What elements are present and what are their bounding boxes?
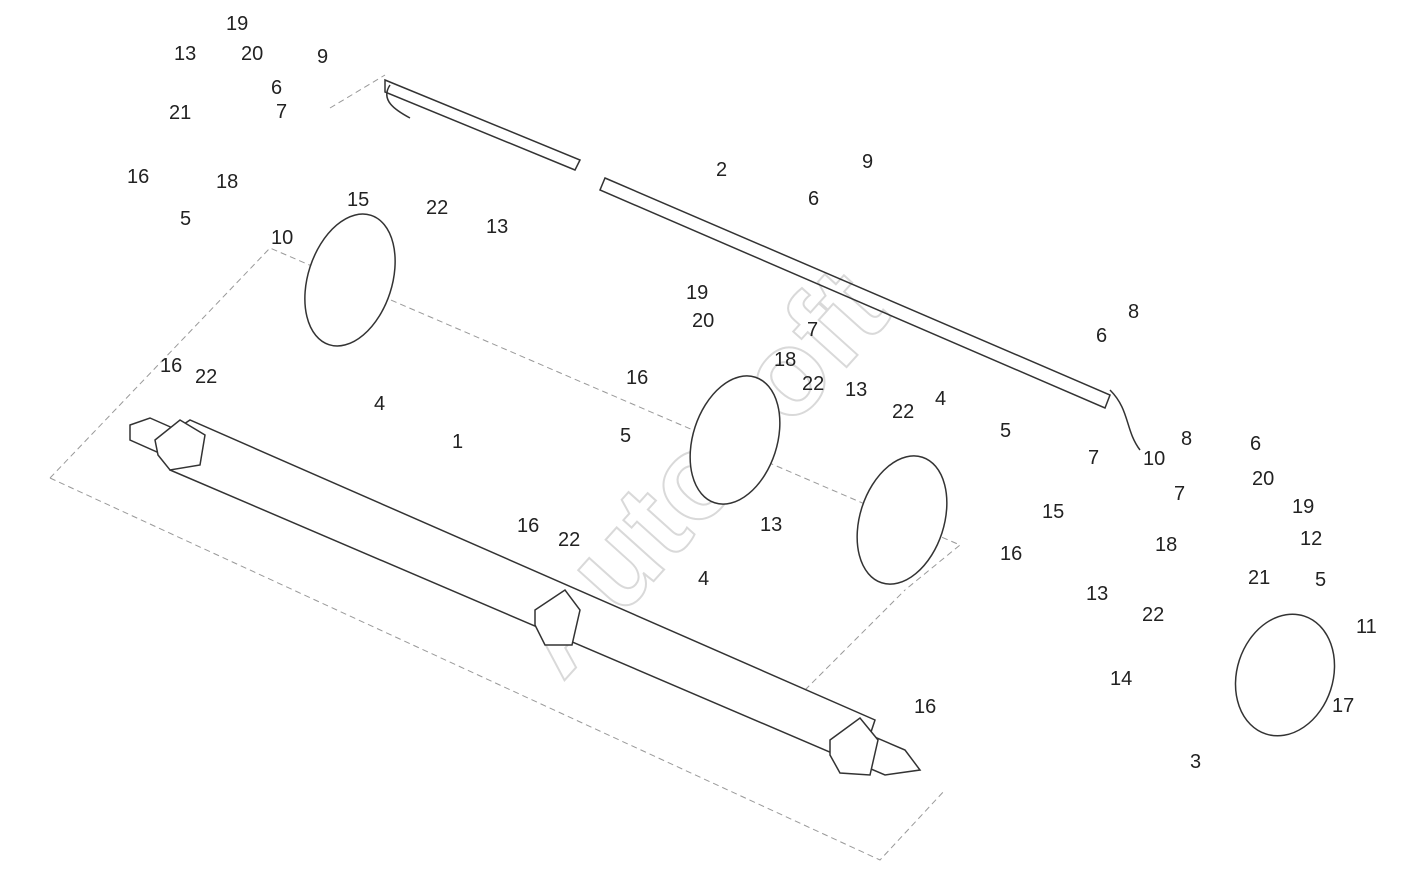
discs	[304, 213, 1336, 737]
label-part-5-far: 5	[1315, 569, 1326, 591]
label-part-16-b: 16	[160, 355, 182, 377]
main-shaft	[129, 417, 922, 776]
label-part-21-right: 21	[1248, 567, 1270, 589]
label-part-13-a: 13	[174, 43, 196, 65]
label-part-22-e: 22	[558, 529, 580, 551]
label-part-14: 14	[1110, 668, 1132, 690]
label-part-15-left: 15	[347, 189, 369, 211]
label-part-1: 1	[452, 431, 463, 453]
label-part-20-right: 20	[1252, 468, 1274, 490]
label-part-10-right: 10	[1143, 448, 1165, 470]
callouts: 1 2 3 4 4 4 5 5 5 5 6 6 6 6 7 7 7 7 8 8 …	[127, 13, 1377, 773]
label-part-13-e: 13	[1086, 583, 1108, 605]
label-part-6-mid: 6	[808, 188, 819, 210]
tine-bars	[384, 78, 1141, 451]
label-part-6-far: 6	[1250, 433, 1261, 455]
label-part-7-far: 7	[1174, 483, 1185, 505]
label-part-18-mid: 18	[774, 349, 796, 371]
label-part-5-right: 5	[1000, 420, 1011, 442]
label-part-13-b: 13	[486, 216, 508, 238]
label-part-9-left: 9	[317, 46, 328, 68]
label-part-3: 3	[1190, 751, 1201, 773]
label-part-5-left: 5	[180, 208, 191, 230]
label-part-16-e: 16	[1000, 543, 1022, 565]
label-part-21-left: 21	[169, 102, 191, 124]
label-part-8-right: 8	[1181, 428, 1192, 450]
label-part-16-d: 16	[517, 515, 539, 537]
label-part-4-right: 4	[935, 388, 946, 410]
label-part-9-mid: 9	[862, 151, 873, 173]
label-part-13-d: 13	[760, 514, 782, 536]
label-part-4-mid: 4	[698, 568, 709, 590]
label-part-7-mid: 7	[807, 319, 818, 341]
label-part-22-b: 22	[195, 366, 217, 388]
label-part-6-left: 6	[271, 77, 282, 99]
label-part-6-right: 6	[1096, 325, 1107, 347]
assembly-outlines	[49, 74, 961, 861]
label-part-16-f: 16	[914, 696, 936, 718]
label-part-19-left: 19	[226, 13, 248, 35]
label-part-7-left: 7	[276, 101, 287, 123]
label-part-2: 2	[716, 159, 727, 181]
label-part-8-top: 8	[1128, 301, 1139, 323]
label-part-16-a: 16	[127, 166, 149, 188]
label-part-5-mid: 5	[620, 425, 631, 447]
label-part-19-right: 19	[1292, 496, 1314, 518]
label-part-22-a: 22	[426, 197, 448, 219]
label-part-20-mid: 20	[692, 310, 714, 332]
label-part-17: 17	[1332, 695, 1354, 717]
label-part-18-right: 18	[1155, 534, 1177, 556]
label-part-10-left: 10	[271, 227, 293, 249]
label-part-7-right: 7	[1088, 447, 1099, 469]
label-part-13-c: 13	[845, 379, 867, 401]
label-part-22-f: 22	[1142, 604, 1164, 626]
label-part-12: 12	[1300, 528, 1322, 550]
label-part-19-mid: 19	[686, 282, 708, 304]
label-part-18-left: 18	[216, 171, 238, 193]
label-part-20-left: 20	[241, 43, 263, 65]
label-part-22-d: 22	[892, 401, 914, 423]
label-part-16-c: 16	[626, 367, 648, 389]
label-part-22-c: 22	[802, 373, 824, 395]
label-part-4-left: 4	[374, 393, 385, 415]
label-part-15-right: 15	[1042, 501, 1064, 523]
label-part-11: 11	[1356, 616, 1377, 638]
